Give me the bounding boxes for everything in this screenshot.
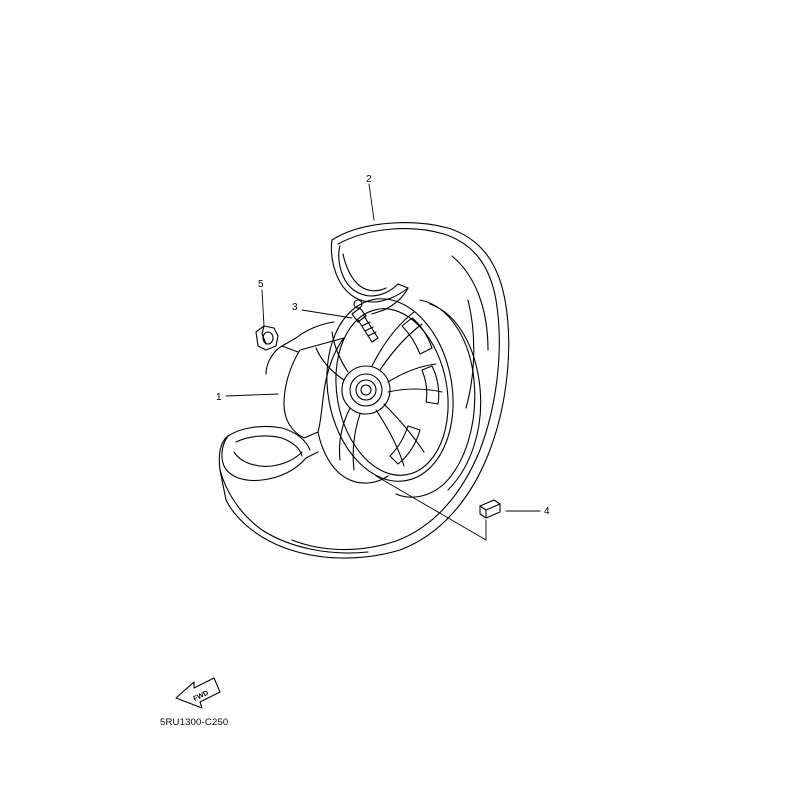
callout-3: 3 bbox=[292, 302, 298, 313]
callout-2: 2 bbox=[366, 174, 372, 185]
fwd-arrow-icon: FWD bbox=[175, 677, 221, 709]
nut-drawing bbox=[255, 325, 279, 351]
leader-lines bbox=[225, 183, 541, 541]
tire-drawing bbox=[218, 222, 510, 559]
drawing-code: 5RU1300-C250 bbox=[160, 717, 229, 728]
valve-drawing bbox=[351, 299, 379, 343]
balance-weight-drawing bbox=[479, 499, 501, 519]
callout-5: 5 bbox=[258, 279, 264, 290]
callout-4: 4 bbox=[544, 506, 550, 517]
rim-drawing bbox=[265, 298, 482, 498]
callout-1: 1 bbox=[216, 392, 222, 403]
